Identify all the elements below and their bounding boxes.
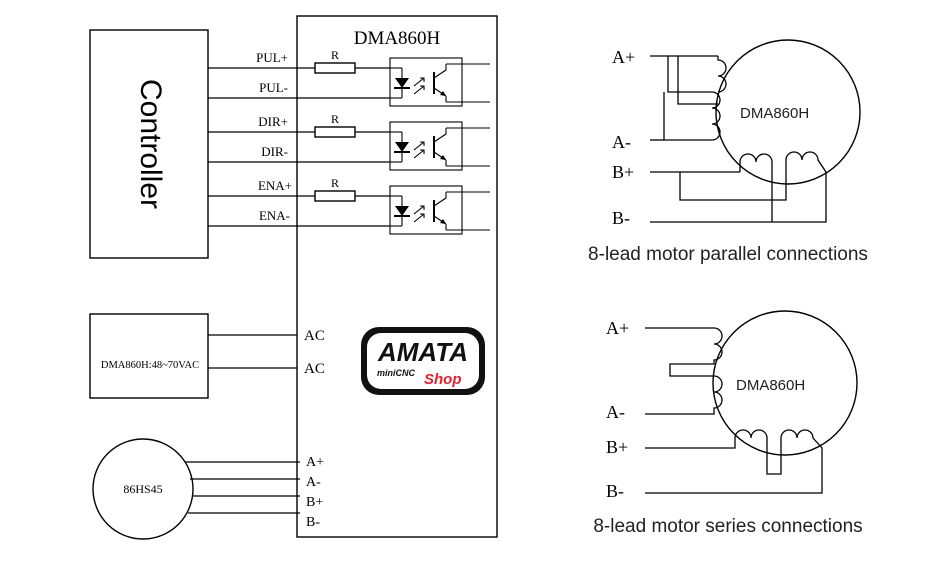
parallel-label-a-minus: A- (612, 132, 631, 152)
driver-title: DMA860H (354, 28, 441, 49)
parallel-caption: 8-lead motor parallel connections (588, 244, 868, 265)
label-dir-minus: DIR- (261, 144, 288, 159)
resistor-label: R (331, 176, 339, 190)
label-pul-plus: PUL+ (256, 50, 288, 65)
optocoupler-dir (389, 121, 490, 171)
parallel-motor-circle (715, 39, 861, 185)
parallel-label-a-plus: A+ (612, 47, 635, 67)
amata-logo: AMATA miniCNC Shop (361, 327, 485, 395)
parallel-label-b-plus: B+ (612, 162, 634, 182)
motor-terminal-b-minus: B- (306, 515, 320, 530)
parallel-diagram: DMA860H A+ A- B+ B- 8-lead motor paralle… (588, 39, 868, 265)
series-label-b-minus: B- (606, 481, 624, 501)
motor-terminal-b-plus: B+ (306, 495, 323, 510)
series-label-a-plus: A+ (606, 318, 629, 338)
logo-brand: AMATA (377, 337, 468, 367)
motor-wires (185, 461, 300, 514)
optocoupler-pul (389, 57, 490, 107)
parallel-motor-text: DMA860H (740, 105, 809, 122)
parallel-label-b-minus: B- (612, 208, 630, 228)
label-pul-minus: PUL- (259, 80, 288, 95)
motor-label: 86HS45 (123, 482, 162, 496)
logo-sub: miniCNC (377, 368, 416, 378)
label-ena-minus: ENA- (259, 208, 290, 223)
resistor-label: R (331, 48, 339, 62)
series-motor-text: DMA860H (736, 377, 805, 394)
power-supply-box (89, 313, 209, 399)
resistor-label: R (331, 112, 339, 126)
label-dir-plus: DIR+ (258, 114, 288, 129)
logo-shop: Shop (424, 371, 462, 388)
signal-wires (208, 67, 390, 227)
ac-label-1: AC (304, 328, 325, 344)
series-motor-circle (712, 310, 858, 456)
series-diagram: DMA860H A+ A- B+ B- 8-lead motor series … (593, 310, 863, 537)
series-label-a-minus: A- (606, 402, 625, 422)
controller-box (89, 29, 209, 259)
motor-terminal-a-minus: A- (306, 475, 321, 490)
ac-label-2: AC (304, 361, 325, 377)
resistor-pul: R (314, 48, 356, 74)
series-label-b-plus: B+ (606, 437, 628, 457)
resistor-dir: R (314, 112, 356, 138)
series-caption: 8-lead motor series connections (593, 516, 862, 537)
controller-label: Controller (134, 79, 167, 209)
motor-circle (92, 438, 194, 540)
resistor-ena: R (314, 176, 356, 202)
label-ena-plus: ENA+ (258, 178, 292, 193)
driver-box (296, 15, 498, 538)
power-supply-label: DMA860H:48~70VAC (101, 360, 199, 371)
optocoupler-ena (389, 185, 490, 235)
motor-terminal-a-plus: A+ (306, 455, 324, 470)
